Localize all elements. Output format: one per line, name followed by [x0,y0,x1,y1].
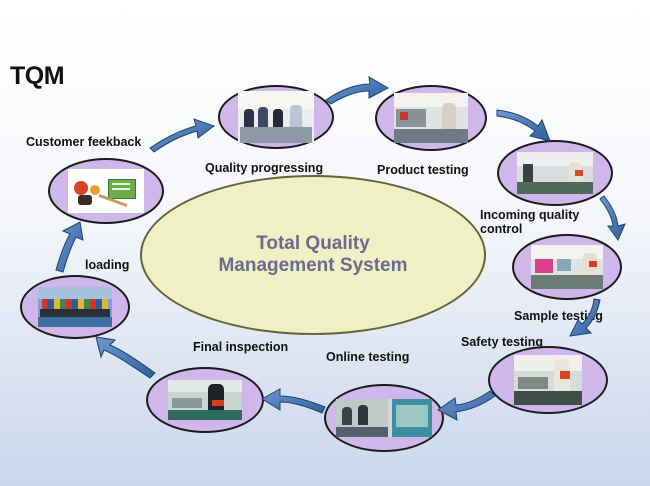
label-incoming-quality-control: Incoming quality [480,208,580,222]
arrow-sample-to-safety-icon [569,298,601,337]
arrow-final-to-loading-icon [95,336,156,379]
label-safety-testing: Safety testing [461,335,543,349]
photo-inspection-line [517,152,593,194]
step-incoming-quality-control [497,140,613,206]
arrow-online-to-final-icon [261,388,326,414]
label-quality-progressing: Quality progressing [205,161,324,175]
step-customer-feedback [48,158,164,224]
photo-cargo-ship [38,287,112,327]
label-loading: loading [85,258,130,272]
photo-meeting [238,91,314,143]
step-sample-testing [512,234,622,300]
arrow-product-to-incoming-icon [496,109,551,142]
arrow-feedback-to-quality-icon [149,118,216,153]
step-final-inspection [146,367,264,433]
step-safety-testing [488,346,608,414]
photo-safety-test [514,355,582,405]
arrow-safety-to-online-icon [437,390,496,421]
label-incoming-quality-control-2: control [480,222,523,236]
photo-online-line [336,399,432,437]
label-online-testing: Online testing [326,350,410,364]
photo-lab [394,93,468,143]
step-loading [20,275,130,339]
label-customer-feedback: Customer feekback [26,135,142,149]
arrow-loading-to-feedback-icon [55,221,84,273]
center-ellipse: Total Quality Management System [140,175,486,335]
label-final-inspection: Final inspection [193,340,289,354]
photo-sample-bench [531,245,603,289]
photo-final-inspection [168,380,242,420]
photo-feedback-icons [68,169,144,213]
label-sample-testing: Sample testing [514,309,603,323]
label-product-testing: Product testing [377,163,469,177]
step-product-testing [375,85,487,151]
center-title-line2: Management System [218,255,408,276]
step-quality-progressing [218,85,334,149]
arrow-quality-to-product-icon [325,76,390,105]
arrow-incoming-to-sample-icon [599,195,626,242]
page-title: TQM [10,62,65,90]
step-online-testing [324,384,444,452]
center-title-line1: Total Quality [256,233,370,254]
